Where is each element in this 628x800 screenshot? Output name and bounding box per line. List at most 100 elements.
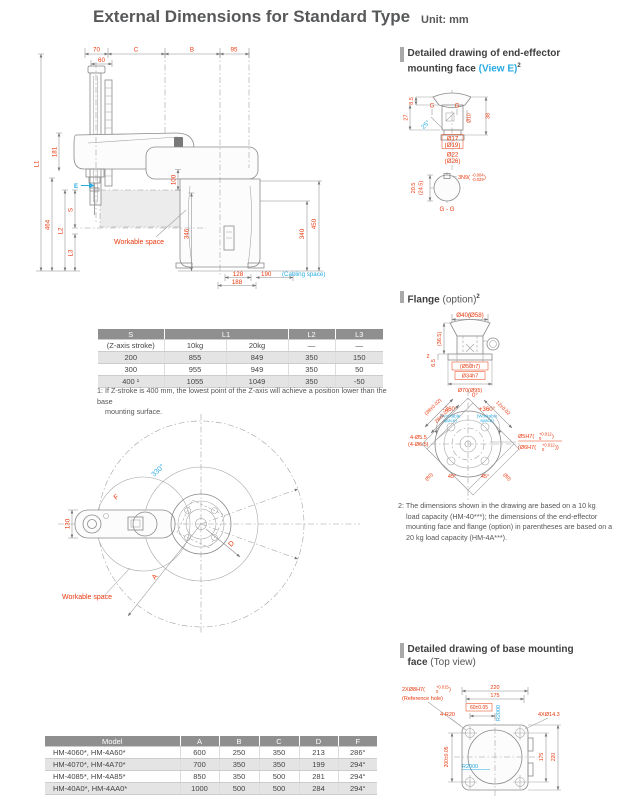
dim-label: 128 (233, 271, 244, 278)
section-title: Detailed drawing of end-effector (407, 48, 561, 59)
dim-label: Ø17 (447, 136, 459, 143)
section-title: Detailed drawing of base mounting (407, 644, 574, 655)
top-view-drawing: D A F 330° 130 Workable space (58, 414, 360, 634)
tolerance-upper: +0.015 (436, 685, 449, 690)
section-label: G - G (439, 206, 454, 213)
dim-label: C (134, 47, 139, 54)
ref-hole-label-close: ) (449, 687, 451, 693)
footnote-line: load capacity (HM-40***); the dimensions… (406, 511, 598, 521)
hub-detail (170, 493, 232, 555)
ref-hole-label: (Reference hole) (402, 696, 443, 702)
dim-label: 60±0.05 (470, 705, 488, 711)
section-header-base-mounting: Detailed drawing of base mounting face (… (400, 643, 574, 669)
flange-top-drawing: 0° -360° +360° (Workable space) (Workabl… (408, 390, 562, 500)
dim-label: L3 (68, 249, 75, 256)
section-mark: G (455, 103, 460, 110)
dim-label: 4XØ14.3 (538, 712, 560, 718)
tolerance-upper: +0.012 (542, 443, 555, 448)
footnote-line: 20 kg load capacity (HM-4A***). (406, 532, 508, 542)
view-e-link: (View E) (478, 63, 518, 75)
dim-label: Ø22 (447, 152, 459, 159)
tolerance-upper: -0.004 (472, 173, 484, 178)
dim-label: 190 (261, 271, 272, 278)
section-bar-icon (400, 291, 404, 303)
dim-label: L2 (58, 227, 65, 234)
dim-label: 188 (232, 279, 243, 286)
dim-label: D (227, 540, 236, 549)
dim-label: 175 (490, 693, 499, 699)
robot-side-outline (73, 65, 265, 269)
base-mounting-drawing: 220 175 60±0.05 R2000 2XØ8H7( +0.015 0 )… (402, 685, 561, 796)
dim-label: (Ø50h7) (460, 364, 480, 370)
dim-label: A (151, 573, 160, 581)
workable-space-label: Workable space (114, 239, 164, 246)
dim-label: (Ø26) (445, 158, 461, 165)
section-bar-icon (400, 47, 404, 62)
flange-side-drawing: Ø40(Ø58) (36.5) 2 6.5 (Ø50h7) Ø34h7 Ø70(… (426, 312, 500, 394)
end-effector-drawing: G G 8.5 27 38 Ø10 25° Ø17 (Ø19) Ø22 (Ø26… (404, 90, 492, 213)
footnote-1: 1: If Z-stroke is 400 mm, the lowest poi… (97, 386, 397, 418)
angle-label: 25° (420, 119, 432, 131)
footnote-2: 2: The dimensions shown in the drawing a… (398, 501, 628, 543)
dim-label: L1 (34, 160, 41, 167)
angle-label: 45° (481, 474, 489, 480)
dim-label: 100 (171, 174, 178, 185)
robot-top-outline (74, 509, 176, 539)
dim-label: 2 (426, 354, 429, 360)
dim-label: 220 (490, 685, 499, 691)
footnote-ref: 2 (476, 294, 480, 300)
dim-label: 70 (93, 47, 100, 54)
footnote-line: 2: The dimensions shown in the drawing a… (398, 501, 596, 510)
ref-hole-label: 2XØ8H7( (402, 687, 425, 693)
dim-label: 6.5 (431, 359, 437, 367)
footnote-ref: 2 (517, 63, 521, 69)
section-bar-icon (400, 643, 404, 658)
footnote-line: 1: If Z-stroke is 400 mm, the lowest poi… (97, 386, 387, 406)
dim-label: 20.5 (411, 183, 417, 194)
dim-label: 346 (184, 228, 191, 239)
section-title: face (407, 657, 428, 668)
dim-label: (Ø6H7( (518, 445, 536, 451)
tolerance-lower: 0 (539, 436, 542, 441)
dim-label: 175 (539, 753, 545, 762)
angle-label: 330° (150, 463, 166, 479)
tolerance-lower: -0.029 (472, 177, 484, 182)
section-subtitle: (option) (442, 294, 477, 306)
view-e-arrow-icon (89, 182, 95, 189)
dim-label: 464 (45, 219, 52, 230)
radius-label: R2000 (462, 764, 478, 770)
dim-label: (24.5) (419, 181, 425, 196)
centerlines (72, 52, 250, 276)
dim-label: 60 (98, 57, 105, 64)
dim-label: Ø40(Ø58) (456, 312, 484, 319)
dim-label: Ø70(Ø95) (458, 388, 483, 394)
workable-space-region (100, 190, 190, 227)
footnote-line: mounting surface. (105, 407, 163, 416)
section-title: mounting face (407, 63, 476, 75)
footnote-line: mounting face and flange (option) in par… (406, 522, 613, 531)
dim-label: S (68, 208, 75, 212)
dim-label: 130 (65, 518, 72, 529)
keyway-label: 3N9( (458, 175, 470, 181)
dim-label: (36.5) (437, 332, 443, 347)
side-view-drawing: 70 C B 95 60 L1 181 464 L2 S L3 100 346 … (34, 47, 325, 289)
workable-space-label: Workable space (62, 594, 112, 601)
mounting-holes (463, 726, 527, 789)
keyway-label-close: ) (484, 175, 486, 181)
angle-label: 0° (472, 392, 478, 399)
section-subtitle: (Top view) (430, 657, 476, 668)
dim-label: 95 (231, 47, 238, 54)
dim-label: ) (552, 434, 554, 440)
dim-label: (4-Ø6.5) (408, 442, 429, 448)
radius-label: R2000 (496, 705, 502, 721)
dim-label: 220 (551, 753, 557, 762)
